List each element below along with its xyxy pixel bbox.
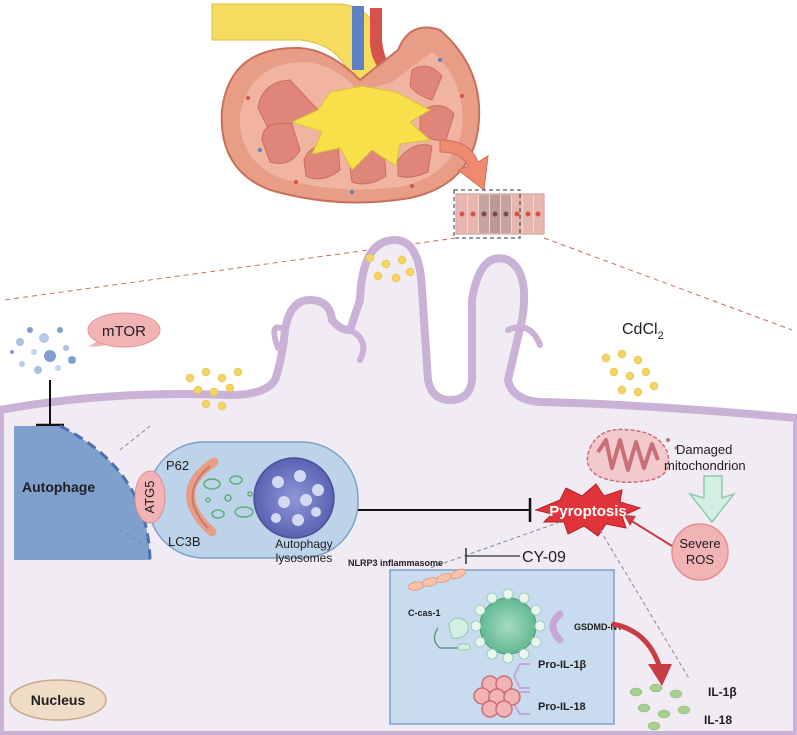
renal-artery [370, 8, 396, 80]
autophage-label: Autophage [22, 479, 95, 495]
zoom-inflammasome-right [599, 529, 691, 681]
gsdmd-nt-shape [549, 610, 564, 644]
severe-ros-bubble [671, 523, 729, 581]
gsdmd-release-arrow [611, 621, 663, 669]
autophagy-lysosomes-label-2: lysosomes [276, 551, 333, 565]
severe-ros-label-2: ROS [686, 552, 715, 567]
lc3b-label: LC3B [168, 534, 201, 549]
ccas1-link [433, 627, 460, 649]
mito-to-ros-arrow [687, 475, 737, 524]
kidney [211, 3, 489, 204]
autophage-quadrant [14, 426, 150, 560]
autophage-edge [59, 424, 152, 561]
pro-il18-label: Pro-IL-18 [538, 701, 586, 713]
il18-label: IL-18 [704, 713, 732, 727]
pro-il-cluster [473, 675, 521, 718]
atg5-label: ATG5 [142, 481, 157, 514]
pyroptosis-burst [534, 483, 642, 537]
renal-pyramids [257, 65, 455, 185]
renal-pelvis [290, 85, 432, 171]
cy09-label: CY-09 [522, 549, 566, 566]
mtor-label: mTOR [102, 323, 146, 340]
nucleus-label: Nucleus [31, 692, 86, 708]
ccas1-fragment [457, 643, 471, 651]
membrane-folds [271, 324, 543, 363]
lysosome-vesicles [271, 470, 324, 526]
damaged-mito-label-1: Damaged [676, 442, 732, 457]
severe-ros-label-1: Severe [679, 536, 720, 551]
cargo-debris [203, 475, 254, 519]
inflammasome-beads [470, 588, 546, 664]
phagophore-inner [191, 465, 211, 529]
cdcl2-particles [185, 253, 659, 411]
inflammasome-core [479, 597, 537, 655]
damaged-mito-label-2: mitochondrion [664, 458, 746, 473]
atg5-bubble [134, 470, 166, 524]
mtor-bubble [87, 312, 161, 348]
pro-il1b-label: Pro-IL-1β [538, 659, 587, 671]
lysosome [253, 457, 335, 539]
released-cytokines [629, 683, 691, 731]
damaged-mitochondrion [586, 428, 678, 483]
ccas1-shape [448, 617, 469, 639]
autophagy-lysosomes-label-1: Autophagy [275, 537, 332, 551]
mtor-fragments [10, 327, 76, 374]
il1b-label: IL-1β [708, 685, 737, 699]
p62-label: P62 [166, 458, 189, 473]
pro-il1b-shape [512, 663, 530, 689]
ccas1-label: C-cas-1 [408, 608, 441, 618]
zoom-inflammasome-left [429, 521, 561, 569]
ros-arrowhead [624, 515, 636, 526]
zoom-arrow [439, 139, 489, 191]
tubule-cells [453, 189, 545, 239]
ros-to-pyroptosis-arrow [629, 519, 673, 547]
zoom-autophagy-bottom [119, 529, 151, 549]
nucleus [9, 679, 107, 721]
pyroptosis-label: Pyroptosis [549, 503, 627, 520]
zoom-line-right [543, 237, 793, 331]
renal-vein [352, 6, 364, 70]
nlrp3-label: NLRP3 inflammasome [348, 558, 443, 568]
nlrp3-chain [407, 568, 466, 591]
gsdmd-label: GSDMD-NT [574, 622, 623, 632]
cdcl2-label: CdCl2 [622, 321, 664, 342]
gsdmd-release-arrowhead [648, 664, 672, 686]
